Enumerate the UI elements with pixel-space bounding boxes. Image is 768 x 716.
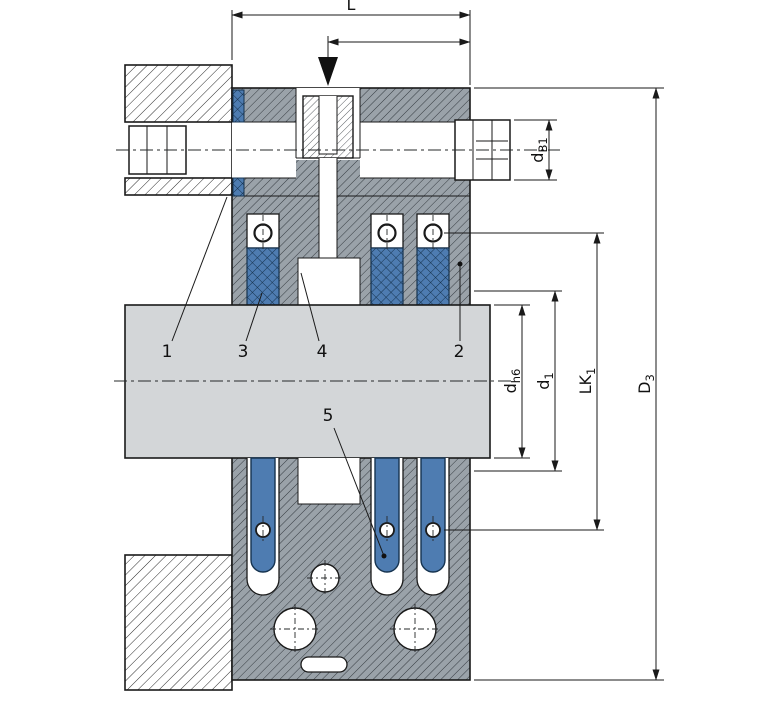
lower-center-notch bbox=[298, 458, 360, 504]
dim-label-LK1: LK1 bbox=[576, 368, 598, 395]
lower-center-notch-outline bbox=[297, 458, 361, 505]
dim-label-L: L bbox=[347, 0, 356, 14]
face-seal-strip-lower bbox=[232, 177, 245, 197]
leader-dot-5 bbox=[381, 553, 387, 559]
dimension-LK1: LK1 bbox=[444, 232, 604, 531]
machine-frame-section bbox=[124, 64, 233, 691]
callout-4: 4 bbox=[317, 342, 328, 362]
leader-dot-2 bbox=[457, 261, 463, 267]
dimension-D3: D3 bbox=[474, 87, 664, 681]
face-seal-strip-upper bbox=[232, 89, 245, 123]
leader-line-5 bbox=[333, 427, 385, 557]
extension-lines bbox=[474, 290, 562, 472]
elastomer-insert bbox=[370, 247, 404, 306]
dimensions: L dB1 dh6 d1 LK1 bbox=[231, 0, 664, 681]
upper-clamping-inserts bbox=[246, 213, 450, 306]
screw-shank-bore bbox=[319, 158, 337, 258]
hex-head-facets bbox=[472, 120, 493, 180]
frame-block-top-upper bbox=[124, 64, 233, 123]
elastomer-insert bbox=[416, 247, 450, 306]
extension-lines bbox=[474, 87, 664, 681]
callout-2: 2 bbox=[454, 342, 465, 362]
flange-holes bbox=[270, 560, 440, 673]
dimension-dh6: dh6 bbox=[494, 304, 530, 459]
pressure-piece-pocket bbox=[297, 257, 361, 307]
dimension-dB1: dB1 bbox=[514, 119, 557, 181]
dim-label-D3: D3 bbox=[635, 374, 657, 394]
dim-label-dh6: dh6 bbox=[501, 369, 523, 394]
dimension-d1: d1 bbox=[474, 290, 562, 472]
socket-outline bbox=[318, 96, 338, 155]
guide-pin bbox=[420, 457, 446, 573]
bolt-bore-edges bbox=[232, 121, 455, 179]
frame-block-bottom bbox=[124, 554, 233, 691]
guide-pin bbox=[250, 457, 276, 573]
lower-clamping-pins bbox=[246, 457, 450, 596]
extension-lines bbox=[231, 10, 471, 85]
frame-block-top-lower bbox=[124, 177, 233, 196]
tightening-point-marker bbox=[318, 36, 338, 86]
dimension-L: L bbox=[231, 0, 471, 85]
leader-line-3 bbox=[245, 292, 263, 342]
shank-bore-edges bbox=[318, 158, 338, 258]
callout-1: 1 bbox=[162, 342, 173, 362]
elastomer-insert bbox=[246, 247, 280, 306]
counterbore-outline bbox=[295, 88, 361, 159]
screw-hex-socket bbox=[319, 96, 337, 154]
dim-label-d1: d1 bbox=[534, 372, 556, 389]
flange-slot bbox=[300, 656, 348, 673]
callout-3: 3 bbox=[238, 342, 249, 362]
part-callouts: 1 3 4 2 5 bbox=[162, 196, 465, 559]
extension-lines bbox=[444, 232, 604, 531]
callout-5: 5 bbox=[323, 406, 334, 426]
down-arrow-icon bbox=[318, 57, 338, 86]
leader-line-1 bbox=[171, 196, 228, 342]
hex-socket-hidden-lines bbox=[476, 140, 508, 160]
dim-label-dB1: dB1 bbox=[528, 137, 550, 162]
guide-pin bbox=[374, 457, 400, 573]
mounting-bolt bbox=[116, 119, 560, 181]
leader-line-4 bbox=[300, 272, 320, 342]
